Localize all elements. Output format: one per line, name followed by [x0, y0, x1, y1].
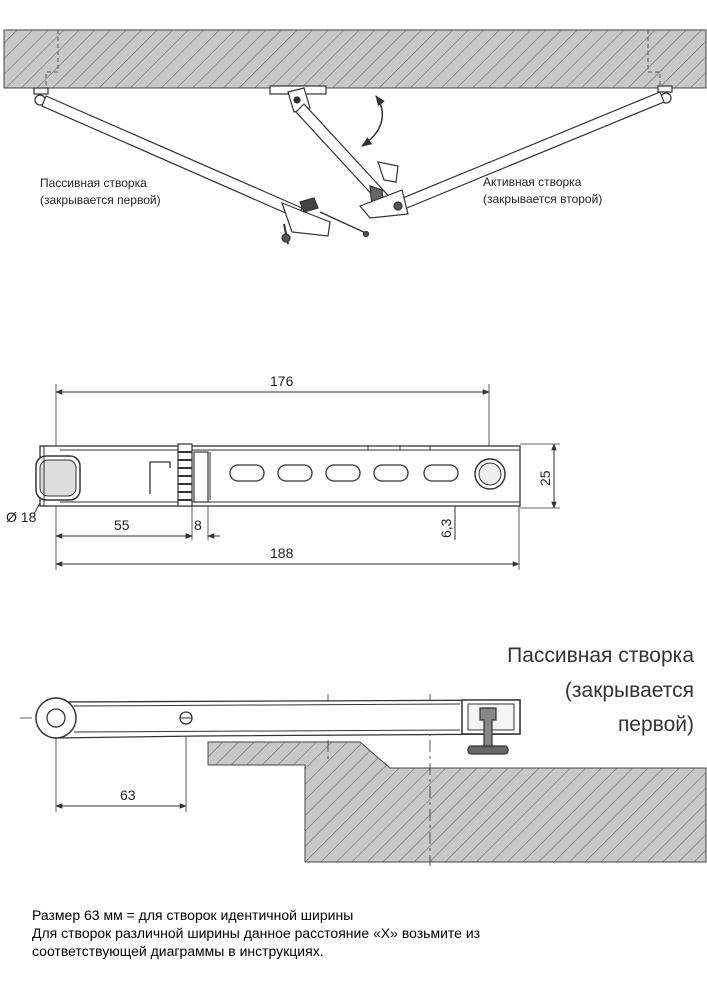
dim-6-3: 6,3 [438, 518, 454, 538]
plan-view [33, 384, 560, 570]
door-frame-section [207, 741, 707, 863]
footnote-line-3: соответствующей диаграммы в инструкциях. [32, 943, 324, 959]
top-view: Пассивная створка (закрывается первой) А… [3, 29, 707, 245]
side-view-title: Пассивная створка [507, 644, 694, 667]
dim-176: 176 [270, 373, 294, 389]
slider-block [177, 443, 209, 507]
dim-55: 55 [114, 517, 130, 533]
ceiling-lintel [3, 29, 707, 89]
active-leaf-sublabel: (закрывается второй) [483, 192, 602, 206]
rotation-arrow [361, 95, 385, 147]
footnote-line-1: Размер 63 мм = для створок идентичной ши… [32, 907, 354, 923]
dim-188: 188 [270, 545, 294, 561]
passive-leaf-arm [33, 87, 370, 245]
dim-25: 25 [537, 470, 553, 486]
dim-roller: Ø 18 [6, 509, 37, 525]
active-leaf-arm [359, 85, 673, 219]
footnote-line-2: Для створок различной ширины данное расс… [32, 925, 481, 941]
passive-leaf-sublabel: (закрывается первой) [40, 193, 161, 207]
active-leaf-label: Активная створка [483, 175, 582, 189]
passive-leaf-label: Пассивная створка [40, 176, 147, 190]
footnote: Размер 63 мм = для створок идентичной ши… [32, 906, 672, 960]
dim-63: 63 [120, 787, 136, 803]
dim-8: 8 [194, 517, 202, 533]
side-view-subtitle-1: (закрывается [565, 679, 694, 702]
center-bracket [269, 85, 397, 213]
side-view-subtitle-2: первой) [618, 713, 694, 736]
side-view [20, 694, 707, 866]
slotted-holes [229, 464, 459, 482]
